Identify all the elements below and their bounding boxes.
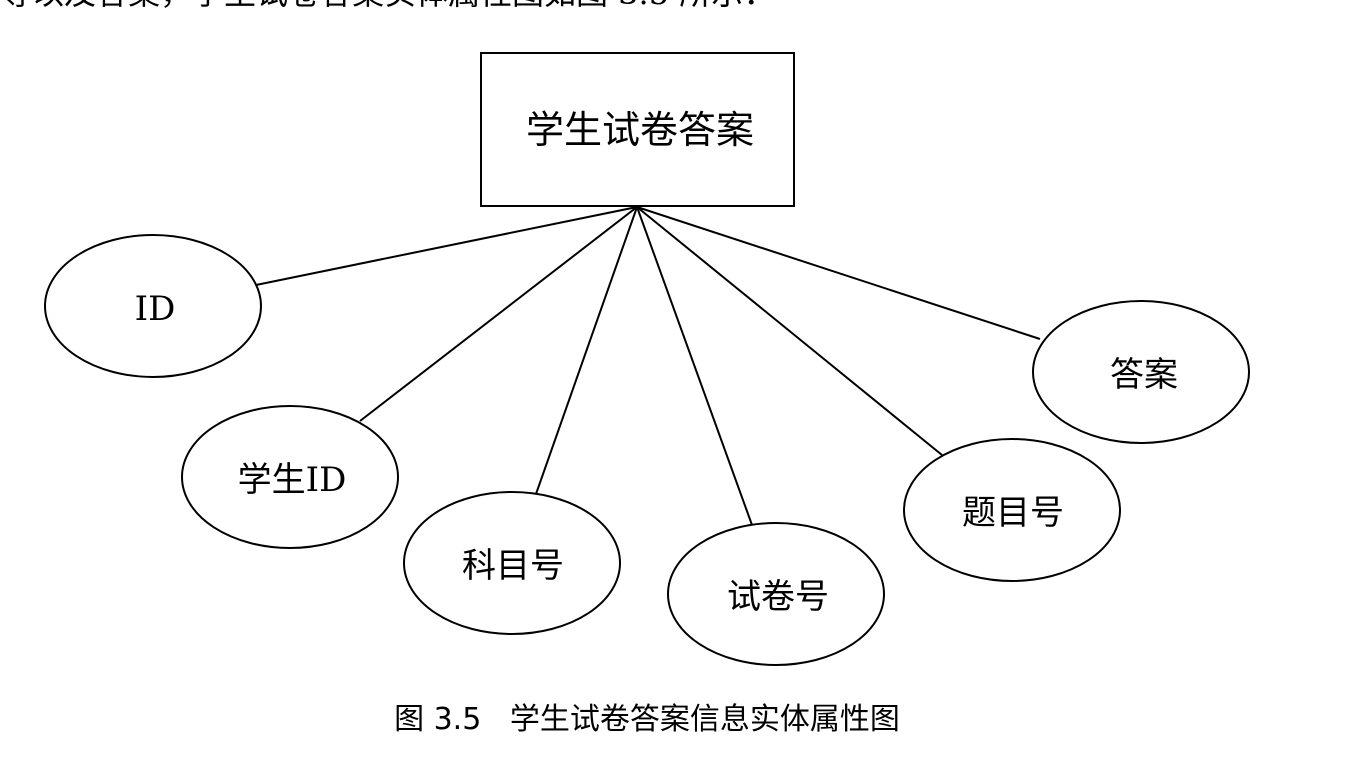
attribute-student-id: 学生ID [181, 405, 399, 549]
er-diagram: 学生试卷答案 ID 学生ID 科目号 试卷号 题目号 答案 [44, 52, 1250, 666]
entity-box: 学生试卷答案 [480, 52, 795, 207]
entity-label: 学生试卷答案 [526, 108, 754, 152]
connector-student-id [359, 206, 638, 422]
attribute-label: 题目号 [962, 493, 1064, 533]
connector-question-no [636, 206, 943, 456]
connector-lines [255, 206, 1041, 526]
entity-rect [480, 52, 795, 207]
attribute-label: 科目号 [462, 546, 564, 586]
attribute-label: 试卷号 [727, 577, 829, 617]
attribute-ellipse [903, 438, 1121, 582]
connector-subject-no [535, 206, 638, 495]
top-text-fragment: 等以及答案，学生试卷答案实体属性图如图 3.5 所示： [0, 0, 1354, 8]
attribute-question-no: 题目号 [903, 438, 1121, 582]
connector-paper-no [636, 206, 753, 526]
attribute-label: ID [135, 289, 176, 329]
figure-caption: 图 3.5 学生试卷答案信息实体属性图 [394, 702, 900, 737]
attribute-ellipse [181, 405, 399, 549]
attribute-label: 学生ID [238, 460, 347, 500]
connector-id [255, 206, 638, 286]
attribute-ellipse [403, 491, 621, 635]
attribute-ellipse [1032, 300, 1250, 444]
attribute-id: ID [44, 234, 262, 378]
attribute-ellipse [44, 234, 262, 378]
attribute-ellipse [667, 522, 885, 666]
connector-answer [636, 206, 1041, 340]
attribute-paper-no: 试卷号 [667, 522, 885, 666]
attribute-label: 答案 [1110, 355, 1178, 395]
attribute-subject-no: 科目号 [403, 491, 621, 635]
attribute-answer: 答案 [1032, 300, 1250, 444]
